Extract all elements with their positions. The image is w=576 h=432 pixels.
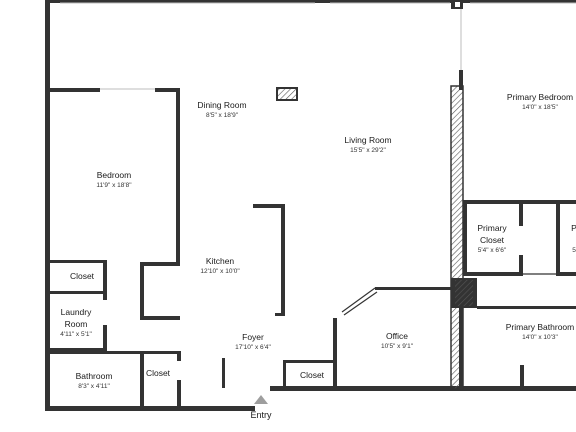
exterior-walls bbox=[45, 0, 576, 411]
room-name-laundry-1: Laundry bbox=[61, 307, 92, 317]
room-dims-primary-closet: 5'4" x 6'6" bbox=[478, 247, 507, 254]
room-name-kitchen: Kitchen bbox=[206, 256, 235, 266]
room-dims-office: 10'5" x 9'1" bbox=[381, 343, 414, 350]
room-dims-partial-right: 5 bbox=[572, 247, 576, 254]
room-name-office: Office bbox=[386, 331, 408, 341]
room-dims-primary-bathroom: 14'0" x 10'3" bbox=[522, 334, 558, 341]
room-name-primary-bedroom: Primary Bedroom bbox=[507, 92, 573, 102]
room-name-laundry-2: Room bbox=[65, 319, 88, 329]
entry-arrow-icon bbox=[254, 395, 268, 404]
room-name-dining: Dining Room bbox=[197, 100, 246, 110]
room-dims-living: 15'5" x 29'2" bbox=[350, 147, 386, 154]
office-walls bbox=[333, 287, 455, 388]
room-dims-kitchen: 12'10" x 10'0" bbox=[200, 268, 240, 275]
room-dims-bedroom: 11'9" x 18'8" bbox=[96, 182, 132, 189]
laundry-walls bbox=[50, 294, 107, 351]
bedroom-closet-walls bbox=[50, 260, 107, 294]
room-name-primary-closet-1: Primary bbox=[477, 223, 507, 233]
room-name-primary-bathroom: Primary Bathroom bbox=[506, 322, 575, 332]
bedroom-walls bbox=[50, 88, 180, 263]
room-labels: Dining Room 8'5" x 18'9" Living Room 15'… bbox=[60, 92, 576, 390]
room-name-bathroom: Bathroom bbox=[76, 371, 113, 381]
room-name-partial-right: P bbox=[571, 223, 576, 233]
entry-label: Entry bbox=[250, 410, 272, 420]
room-name-foyer-closet: Closet bbox=[300, 370, 325, 380]
room-name-bath-closet: Closet bbox=[146, 368, 171, 378]
room-name-bedroom: Bedroom bbox=[97, 170, 132, 180]
room-dims-bathroom: 8'3" x 4'11" bbox=[78, 383, 110, 390]
bathroom-walls bbox=[50, 351, 181, 409]
room-name-foyer: Foyer bbox=[242, 332, 264, 342]
entry-marker: Entry bbox=[250, 395, 272, 420]
kitchen-walls bbox=[140, 204, 285, 320]
room-dims-dining: 8'5" x 18'9" bbox=[206, 112, 239, 119]
vent-block bbox=[276, 87, 298, 101]
room-dims-foyer: 17'10" x 6'4" bbox=[235, 344, 271, 351]
foyer-closet-walls bbox=[222, 358, 336, 390]
room-name-bedroom-closet: Closet bbox=[70, 271, 95, 281]
primary-bedroom-walls bbox=[459, 9, 576, 276]
room-dims-primary-bedroom: 14'0" x 18'5" bbox=[522, 104, 558, 111]
room-dims-laundry: 4'11" x 5'1" bbox=[60, 331, 92, 338]
primary-bathroom-walls bbox=[459, 306, 576, 389]
room-name-primary-closet-2: Closet bbox=[480, 235, 505, 245]
room-name-living: Living Room bbox=[344, 135, 391, 145]
